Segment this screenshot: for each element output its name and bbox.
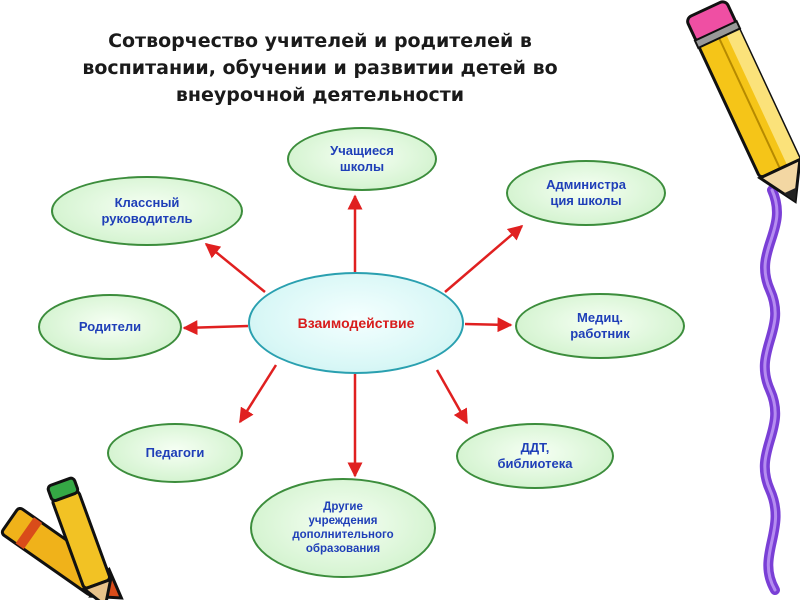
node-other-line-4: образования	[306, 542, 380, 556]
node-parents-line-1: Родители	[79, 319, 141, 335]
arrow-to-administration	[445, 226, 522, 292]
node-administration: Администра ция школы	[506, 160, 666, 226]
node-students-line-1: Учащиеся	[330, 143, 394, 159]
node-other-line-1: Другие	[323, 500, 363, 514]
center-interaction-node: Взаимодействие	[248, 272, 464, 374]
node-class-teacher-line-1: Классный	[115, 195, 180, 211]
node-other-institutions: Другие учреждения дополнительного образо…	[250, 478, 436, 578]
node-students: Учащиеся школы	[287, 127, 437, 191]
node-ddt-line-2: библиотека	[498, 456, 573, 472]
node-students-line-2: школы	[340, 159, 384, 175]
node-class-teacher: Классный руководитель	[51, 176, 243, 246]
node-ddt: ДДТ, библиотека	[456, 423, 614, 489]
arrow-to-ddt	[437, 370, 467, 423]
node-medic-line-1: Медиц.	[577, 310, 623, 326]
node-other-line-2: учреждения	[309, 514, 378, 528]
node-class-teacher-line-2: руководитель	[102, 211, 193, 227]
arrow-to-class-teacher	[206, 244, 265, 292]
center-label: Взаимодействие	[298, 315, 415, 331]
node-parents: Родители	[38, 294, 182, 360]
arrow-to-parents	[184, 326, 248, 328]
arrow-to-medic	[465, 324, 511, 325]
node-ddt-line-1: ДДТ,	[521, 440, 550, 456]
node-teachers: Педагоги	[107, 423, 243, 483]
node-administration-line-2: ция школы	[550, 193, 621, 209]
node-medic-line-2: работник	[570, 326, 630, 342]
node-administration-line-1: Администра	[546, 177, 626, 193]
node-medic: Медиц. работник	[515, 293, 685, 359]
node-other-line-3: дополнительного	[292, 528, 393, 542]
pencil-icon	[685, 0, 800, 211]
arrow-to-teachers	[240, 365, 276, 422]
node-teachers-line-1: Педагоги	[146, 445, 205, 461]
